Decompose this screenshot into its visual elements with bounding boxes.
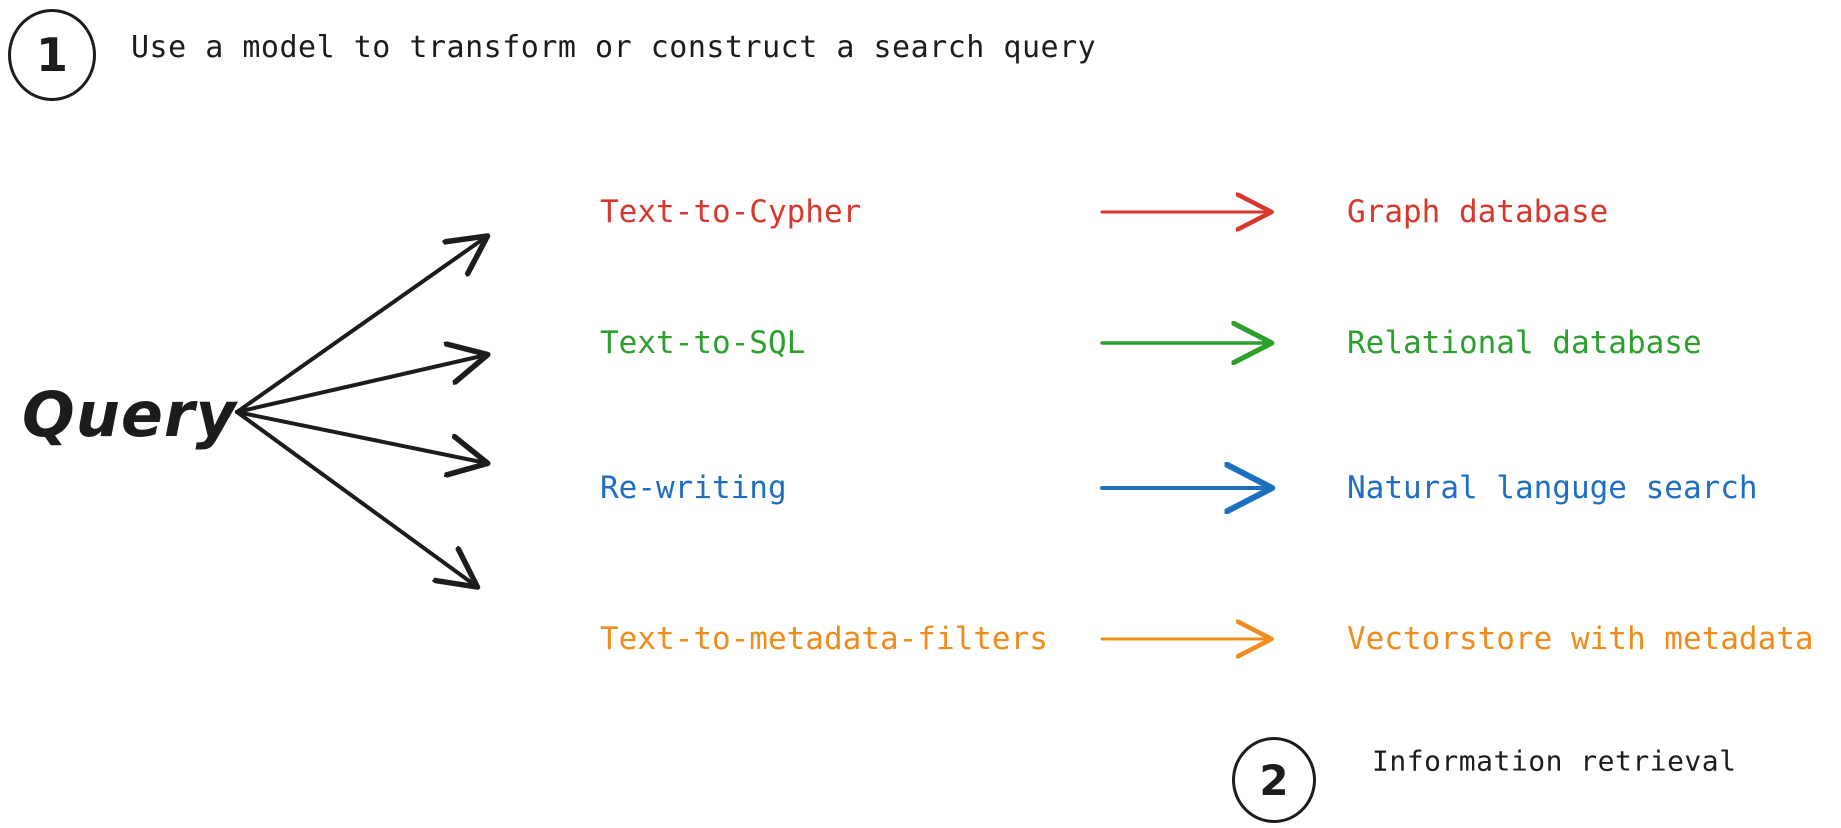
step-number-2: 2 [1259,755,1289,805]
step-caption-1: Use a model to transform or construct a … [131,30,1097,65]
step-caption-2: Information retrieval [1372,744,1737,778]
step-number-1: 1 [35,28,68,82]
method-label-text-to-sql: Text-to-SQL [600,325,806,361]
target-label-graph-database: Graph database [1347,194,1609,230]
fan-arrow-3 [235,410,486,463]
query-source-label: Query [22,378,237,451]
target-label-vectorstore-with-metadata: Vectorstore with metadata [1347,621,1814,657]
step-badge-1: 1 [8,9,96,101]
method-label-text-to-cypher: Text-to-Cypher [600,194,862,230]
fan-arrow-2 [235,355,486,414]
target-label-natural-language-search: Natural languge search [1347,470,1758,506]
fan-arrow-1 [235,237,486,414]
fan-arrow-4 [235,410,476,586]
method-label-re-writing: Re-writing [600,470,787,506]
method-label-text-to-metadata-filters: Text-to-metadata-filters [600,621,1048,657]
step-badge-2: 2 [1232,737,1316,823]
target-label-relational-database: Relational database [1347,325,1702,361]
